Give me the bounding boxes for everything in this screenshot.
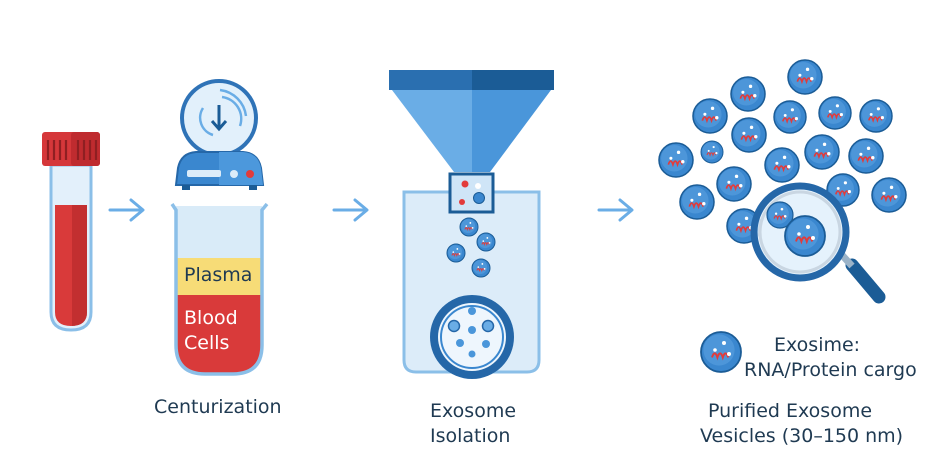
blood-tube [42, 132, 100, 332]
exosome [446, 243, 466, 263]
arrow-right-icon [108, 198, 145, 222]
exosome [730, 76, 766, 112]
tube-cap [42, 132, 100, 166]
filter-disc [430, 295, 514, 379]
arrow-right-icon [597, 198, 634, 222]
separated-beaker [170, 202, 269, 376]
exosome [679, 184, 715, 220]
legend-line2: RNA/Protein cargo [744, 359, 917, 381]
exosome [848, 138, 884, 174]
exosome [459, 217, 479, 237]
purified-label-line2: Vesicles (30–150 nm) [700, 425, 904, 447]
exosome [784, 215, 826, 257]
blood-cells-label-line1: Blood [184, 307, 238, 329]
plasma-label: Plasma [184, 264, 253, 286]
exosome [700, 140, 724, 164]
exosome [716, 166, 752, 202]
exosome [859, 99, 893, 133]
exosome [804, 134, 840, 170]
isolation-label-line1: Exosome [430, 400, 517, 422]
legend-line1: Exosime: [774, 334, 861, 356]
blood-cells-label-line2: Cells [184, 332, 230, 354]
arrow-right-icon [332, 198, 369, 222]
exosome [476, 232, 496, 252]
exosome [731, 117, 767, 153]
falling-exosomes [446, 217, 496, 278]
isolation-label-line2: Isolation [430, 425, 511, 447]
exosome [471, 258, 491, 278]
exosome [826, 173, 860, 207]
exosome [700, 331, 742, 373]
exosome [871, 177, 907, 213]
exosome [658, 142, 694, 178]
exosome [692, 98, 728, 134]
purified-label-line1: Purified Exosome [708, 400, 873, 422]
centrifugation-label: Centurization [154, 396, 282, 418]
exosome-icon [700, 331, 742, 373]
exosome [818, 96, 852, 130]
exosome [764, 147, 800, 183]
centrifuge-icon [174, 79, 265, 190]
isolation-container [402, 172, 541, 379]
exosome [787, 59, 823, 95]
exosome [773, 100, 807, 134]
exosome-cluster [658, 59, 907, 244]
funnel-icon [389, 70, 554, 172]
magnified-exosomes [766, 201, 826, 257]
exosome [766, 201, 794, 229]
